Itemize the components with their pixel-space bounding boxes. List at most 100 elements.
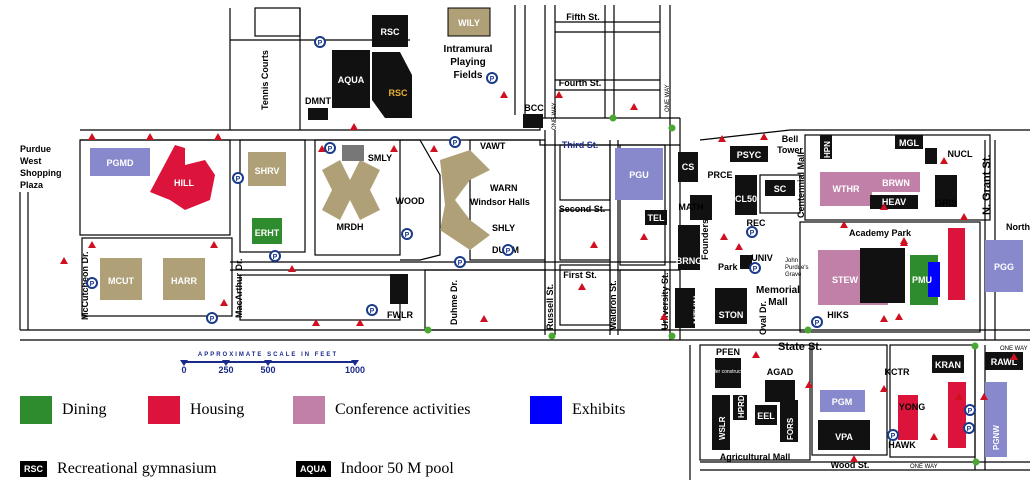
svg-text:MRDH: MRDH [337, 222, 364, 232]
dmnt-building[interactable] [308, 108, 328, 120]
agad-building[interactable] [765, 380, 795, 402]
parking-icon: P [967, 426, 972, 433]
pmu-exhibit[interactable] [928, 262, 940, 297]
mcut-building[interactable] [100, 258, 142, 300]
svg-text:MCUT: MCUT [108, 276, 134, 286]
svg-text:DMNT: DMNT [305, 96, 331, 106]
pgm-building[interactable] [820, 390, 865, 412]
nucl-building[interactable] [925, 148, 937, 164]
parking-markers [86, 36, 976, 441]
univ-building[interactable] [740, 255, 752, 269]
conference-swatch [293, 396, 325, 424]
svg-text:SMLY: SMLY [368, 153, 392, 163]
svg-text:500: 500 [260, 365, 275, 375]
svg-text:HIKS: HIKS [827, 310, 849, 320]
svg-text:Wood St.: Wood St. [831, 460, 870, 470]
parking-icon: P [370, 308, 375, 315]
svg-text:HPRD: HPRD [737, 395, 746, 418]
pgu-building[interactable] [615, 148, 663, 200]
hprd-building[interactable] [733, 395, 747, 420]
brwn-building[interactable] [872, 172, 920, 192]
pgmd-building[interactable] [90, 148, 150, 176]
svg-text:HAWK: HAWK [888, 440, 916, 450]
rsc-tag: RSC [20, 461, 48, 477]
wthr-building[interactable] [820, 172, 872, 206]
svg-text:Second St.: Second St. [559, 204, 606, 214]
parking-icon: P [753, 266, 758, 273]
mrdh-building[interactable] [322, 160, 380, 220]
svg-text:STON: STON [719, 310, 744, 320]
svg-text:Duhme Dr.: Duhme Dr. [449, 280, 459, 325]
eel-building[interactable] [755, 405, 777, 425]
svg-text:(under construction): (under construction) [706, 369, 751, 375]
rsc-gym-building[interactable] [372, 52, 412, 118]
svg-text:FORS: FORS [786, 417, 795, 440]
legend-rsc: RSC Recreational gymnasium [20, 460, 217, 478]
psyc-building[interactable] [730, 146, 768, 162]
vpa-building[interactable] [818, 420, 870, 450]
bcc-building[interactable] [523, 114, 543, 128]
svg-text:RSC: RSC [380, 27, 400, 37]
svg-text:Waldron St.: Waldron St. [608, 280, 618, 330]
wslr-building[interactable] [712, 395, 730, 450]
mgl-building[interactable] [895, 135, 923, 149]
erht-building[interactable] [252, 218, 282, 244]
sc-building[interactable] [765, 180, 795, 196]
svg-text:MATH: MATH [678, 202, 703, 212]
tel-building[interactable] [645, 210, 667, 225]
svg-text:HARR: HARR [171, 276, 197, 286]
heav-building[interactable] [870, 195, 918, 209]
fors-building[interactable] [780, 400, 798, 442]
cl50-building[interactable] [735, 175, 757, 215]
windsor-halls[interactable] [440, 150, 490, 250]
kran-building[interactable] [932, 355, 964, 373]
svg-text:PGMD: PGMD [107, 158, 135, 168]
svg-text:First St.: First St. [563, 270, 597, 280]
fwlr-building[interactable] [390, 274, 408, 304]
parking-icon: P [90, 281, 95, 288]
pfen-building[interactable] [715, 358, 741, 388]
svg-text:YONG: YONG [899, 402, 926, 412]
cs-building[interactable] [678, 152, 698, 182]
mthw-building[interactable] [675, 288, 695, 328]
svg-text:ONE WAY: ONE WAY [910, 464, 938, 470]
pmu-housing[interactable] [948, 228, 965, 300]
pgg-building[interactable] [985, 240, 1023, 292]
svg-text:Intramural: Intramural [444, 44, 493, 55]
harr-building[interactable] [163, 258, 205, 300]
shrv-building[interactable] [248, 152, 286, 186]
pgnw-building[interactable] [985, 382, 1007, 457]
dining-swatch [20, 396, 52, 424]
svg-text:AGAD: AGAD [767, 367, 794, 377]
smly-building[interactable] [342, 145, 364, 161]
rsc-building[interactable] [372, 15, 408, 47]
yong-building[interactable] [898, 395, 918, 440]
brng-building[interactable] [678, 225, 700, 270]
hill-building[interactable] [150, 145, 215, 210]
yong-building-2[interactable] [948, 382, 966, 448]
hpn-building[interactable] [820, 135, 832, 159]
gris-building[interactable] [935, 175, 957, 207]
svg-text:PGG: PGG [994, 262, 1014, 272]
stew-annex[interactable] [860, 248, 905, 303]
ston-building[interactable] [715, 288, 747, 324]
svg-text:FWLR: FWLR [387, 310, 413, 320]
svg-text:SC: SC [774, 184, 787, 194]
parking-icon: P [506, 248, 511, 255]
math-building[interactable] [690, 195, 712, 220]
svg-text:Fifth St.: Fifth St. [566, 12, 600, 22]
parking-icon: P [750, 230, 755, 237]
svg-text:ONE WAY: ONE WAY [1000, 346, 1028, 352]
aqua-building[interactable] [332, 50, 370, 108]
aqua-tag: AQUA [296, 461, 331, 477]
svg-text:VAWT: VAWT [480, 141, 506, 151]
svg-text:Fields: Fields [454, 70, 483, 81]
svg-text:ONE WAY: ONE WAY [665, 84, 671, 112]
svg-text:Academy Park: Academy Park [849, 228, 912, 238]
svg-text:Plaza: Plaza [20, 180, 44, 190]
svg-text:AQUA: AQUA [338, 75, 365, 85]
svg-text:Shopping: Shopping [20, 168, 62, 178]
legend-housing: Housing [148, 396, 244, 424]
wily-building[interactable] [447, 7, 491, 37]
